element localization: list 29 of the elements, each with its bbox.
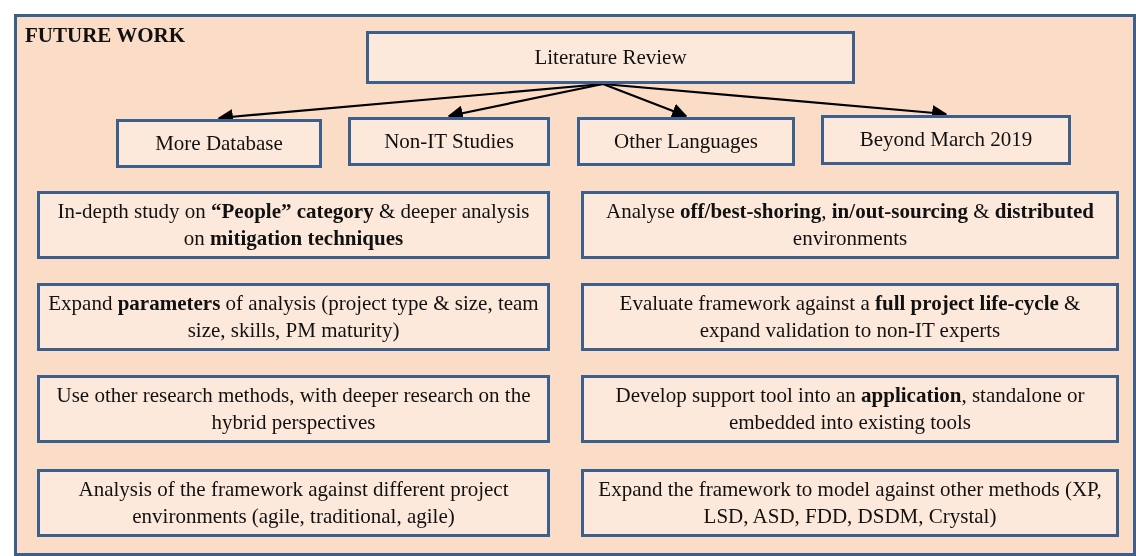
text-box — [581, 375, 1119, 443]
box-text: Literature Review — [534, 43, 687, 71]
box-text: Analysis of the framework against different project environments (agile, traditional, agile) — [77, 475, 510, 530]
box-text: Analyse off/best-shoring, in/out-sourcing & distributed environments — [605, 197, 1095, 252]
text-box — [581, 191, 1119, 259]
text-box — [116, 119, 322, 168]
text-box — [37, 191, 550, 259]
text-box — [37, 283, 550, 351]
box-text: Other Languages — [614, 127, 758, 155]
box-text: Expand the framework to model against other methods (XP, LSD, ASD, FDD, DSDM, Crystal) — [597, 475, 1103, 530]
box-text: Use other research methods, with deeper research on the hybrid perspectives — [55, 381, 532, 436]
box-text: Develop support tool into an application, standalone or embedded into existing tools — [614, 381, 1086, 436]
section-heading: FUTURE WORK — [25, 23, 186, 48]
text-box — [37, 469, 550, 537]
text-box — [581, 469, 1119, 537]
text-box — [581, 283, 1119, 351]
arrow — [602, 82, 688, 119]
box-text: In-depth study on “People” category & deeper analysis on mitigation techniques — [56, 197, 531, 252]
box-text: Evaluate framework against a full project life-cycle & expand validation to non-IT experts — [618, 289, 1082, 344]
section-panel — [14, 14, 1136, 556]
text-box — [366, 31, 855, 84]
box-text: Beyond March 2019 — [859, 126, 1033, 154]
box-text: More Database — [155, 129, 283, 157]
text-box — [821, 115, 1071, 165]
box-text: Expand parameters of analysis (project type & size, team size, skills, PM maturity) — [48, 289, 539, 344]
text-box — [348, 117, 550, 166]
text-box — [37, 375, 550, 443]
box-text: Non-IT Studies — [384, 127, 514, 155]
text-box — [577, 117, 795, 166]
